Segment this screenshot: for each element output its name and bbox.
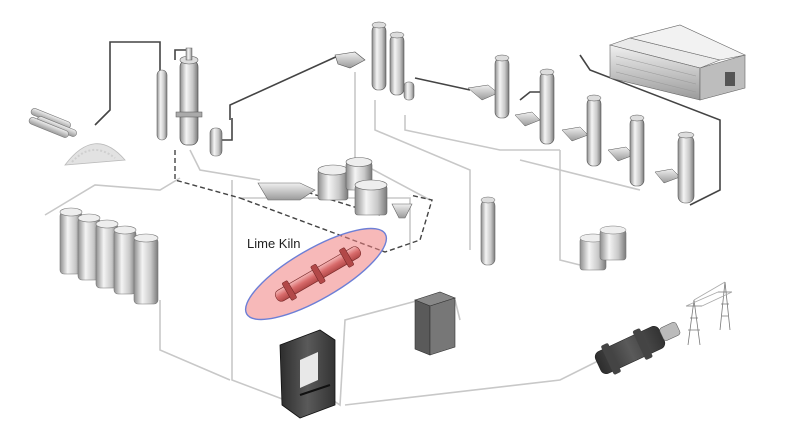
lime-kiln[interactable]: Lime Kiln [234, 212, 398, 335]
lime-kiln-label: Lime Kiln [247, 236, 300, 251]
wood-chip-pile-icon [64, 143, 126, 166]
recovery-boiler-icon [279, 329, 336, 419]
washer-line-icon [467, 54, 695, 204]
log-pile-icon [28, 108, 77, 138]
turbine-generator-icon [594, 321, 681, 375]
control-cabinet-icon [414, 291, 456, 356]
paper-machine-building-icon [608, 24, 746, 101]
evaporator-icon [334, 21, 415, 101]
causticizing-tanks-icon [257, 157, 413, 219]
rotary-kiln-icon [274, 246, 362, 302]
storage-tank-bank-icon [59, 207, 159, 305]
silo-icon [480, 196, 496, 266]
digester-icon [156, 47, 223, 157]
water-tanks-icon [579, 225, 627, 271]
power-pylon-icon [685, 281, 733, 346]
